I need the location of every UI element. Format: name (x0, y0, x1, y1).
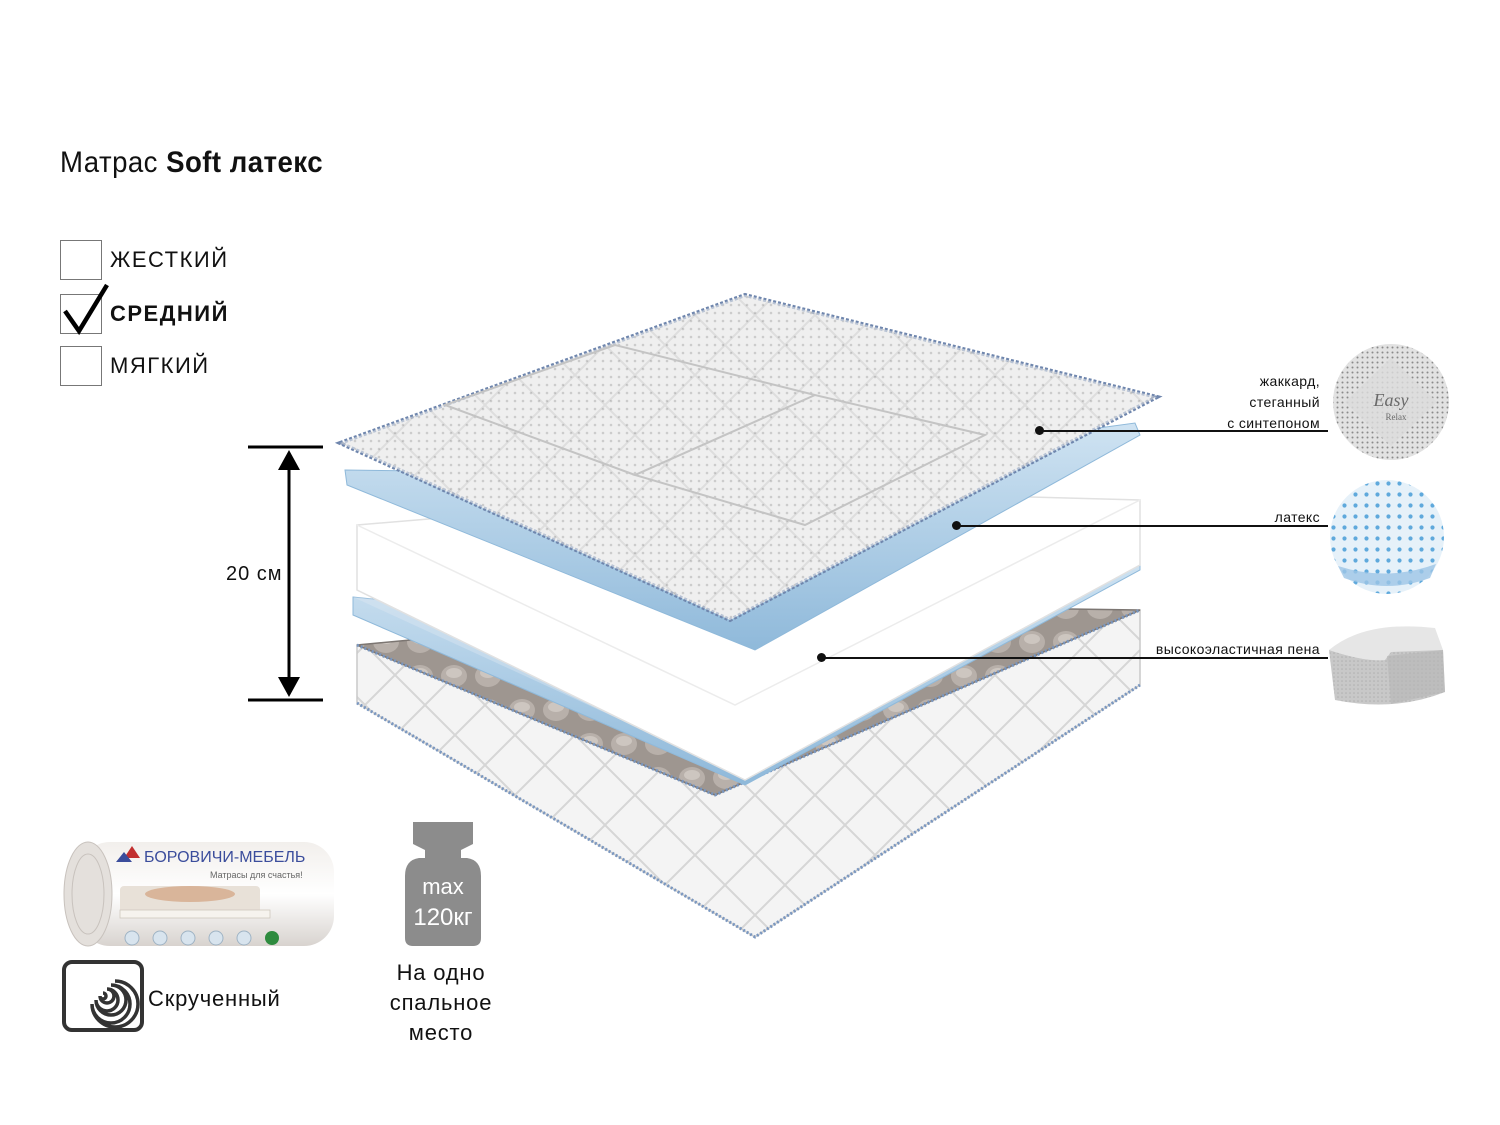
checkbox-hard[interactable] (60, 240, 102, 280)
height-dimension-arrow (248, 445, 323, 702)
sleep-places-line-2: спальное место (389, 990, 493, 1045)
callout-jacquard-line-3: с синтепоном (1227, 415, 1320, 431)
package-slogan: Матрасы для счастья! (210, 870, 303, 880)
jacquard-swatch-icon: Easy Relax (1333, 344, 1449, 460)
rolled-spiral-icon (62, 960, 144, 1032)
rolled-label: Скрученный (148, 986, 281, 1011)
mattress-layers-illustration (335, 292, 1163, 939)
firmness-label-hard: ЖЕСТКИЙ (110, 247, 229, 272)
svg-text:Relax: Relax (1386, 412, 1407, 422)
callout-jacquard-line-2: стеганный (1249, 394, 1320, 410)
callout-line-jacquard (1040, 430, 1328, 432)
weight-max-label: max (422, 874, 464, 899)
latex-swatch-icon (1330, 480, 1444, 594)
package-brand-text: БОРОВИЧИ-МЕБЕЛЬ (144, 849, 305, 866)
foam-swatch-icon (1329, 626, 1445, 705)
callout-label-latex: латекс (1180, 507, 1320, 528)
page-title: Матрас Soft латекс (60, 146, 323, 180)
title-prefix: Матрас (60, 146, 158, 179)
rolled-package-image: БОРОВИЧИ-МЕБЕЛЬ Матрасы для счастья! (63, 841, 334, 947)
firmness-option-medium[interactable]: СРЕДНИЙ (60, 283, 229, 336)
callout-dot-jacquard (1035, 426, 1044, 435)
sleep-places-label: На одно спальное место (356, 958, 526, 1048)
sleep-places-line-1: На одно (396, 960, 486, 985)
svg-text:Easy: Easy (1373, 390, 1409, 410)
callout-line-foam (822, 657, 1328, 659)
weight-value-label: 120кг (413, 904, 473, 931)
checkmark-icon (63, 283, 109, 336)
title-product-name: Soft латекс (166, 146, 324, 179)
callout-jacquard-line-1: жаккард, (1259, 373, 1320, 389)
firmness-option-hard[interactable]: ЖЕСТКИЙ (60, 239, 229, 281)
height-label: 20 см (226, 563, 283, 585)
callout-label-foam: высокоэластичная пена (1100, 639, 1320, 660)
callout-dot-latex (952, 521, 961, 530)
firmness-label-soft: МЯГКИЙ (110, 353, 210, 378)
callout-label-jacquard: жаккард, стеганный с синтепоном (1180, 371, 1320, 434)
weight-icon (405, 822, 481, 946)
callout-latex-line-1: латекс (1274, 509, 1320, 525)
checkbox-soft[interactable] (60, 346, 102, 386)
callout-foam-line-1: высокоэластичная пена (1155, 641, 1320, 657)
callout-dot-foam (817, 653, 826, 662)
jacquard-top-layer (335, 292, 1163, 623)
firmness-option-soft[interactable]: МЯГКИЙ (60, 345, 210, 387)
checkbox-medium[interactable] (60, 283, 109, 336)
firmness-label-medium: СРЕДНИЙ (110, 301, 229, 326)
callout-line-latex (957, 525, 1328, 527)
